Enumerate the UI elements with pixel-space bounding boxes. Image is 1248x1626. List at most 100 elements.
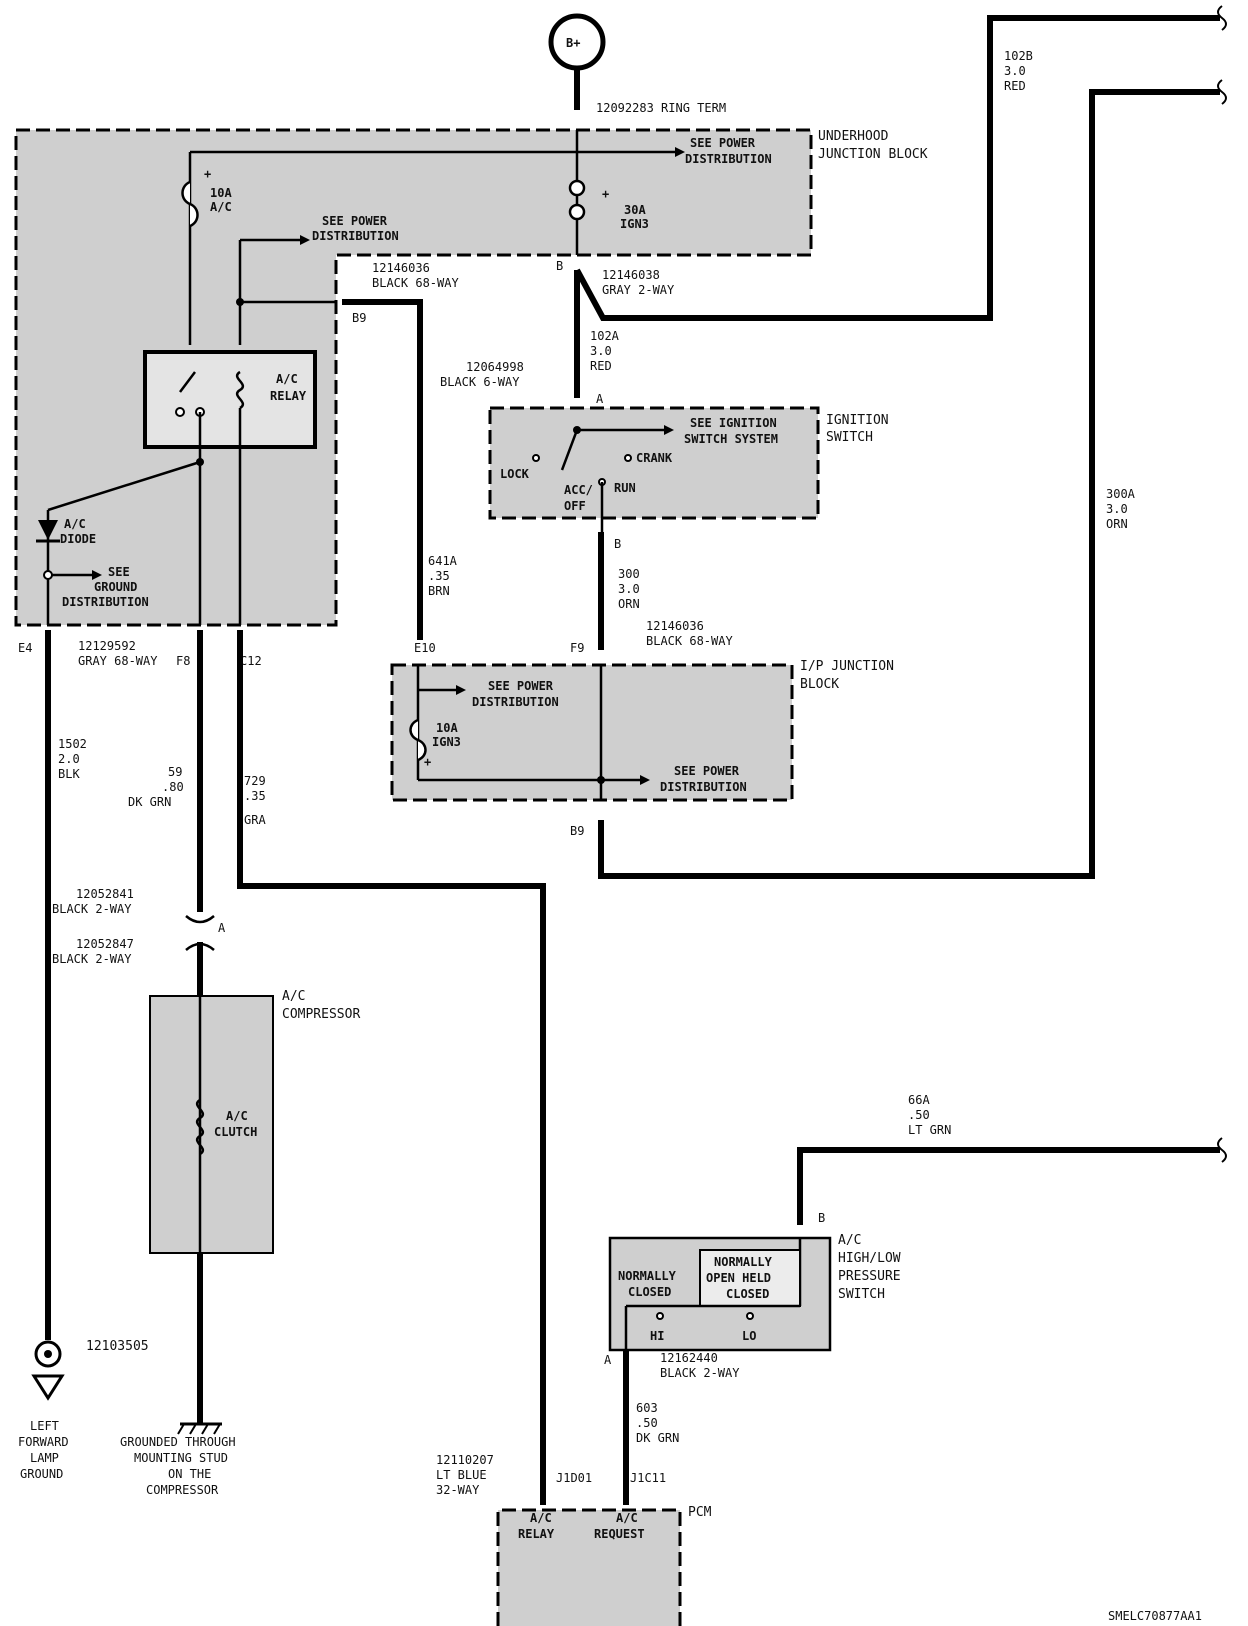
wire-59-circuit: 59 <box>168 765 182 779</box>
pcm-title: PCM <box>688 1505 712 1520</box>
wire-729 <box>237 630 546 1505</box>
comp-conn-2: 12052847 <box>76 937 134 951</box>
ign-conn-desc: BLACK 6-WAY <box>440 375 520 389</box>
arrow-power-dist-b <box>300 235 310 245</box>
ign-acc-label-2: OFF <box>564 499 586 513</box>
comp-title-2: COMPRESSOR <box>282 1007 360 1022</box>
underhood-see-power-a2: DISTRIBUTION <box>685 152 772 166</box>
wire-729-circuit: 729 <box>244 774 266 788</box>
wire-641a-color: BRN <box>428 584 450 598</box>
ign-title: IGNITION <box>826 413 889 428</box>
ign-crank-contact <box>624 454 632 462</box>
see-ground-label-3: DISTRIBUTION <box>62 595 149 609</box>
fuse-10a-plus: + <box>204 167 211 181</box>
pcm-pin-j1c11: J1C11 <box>630 1471 666 1485</box>
ip-junction-block-border <box>390 663 794 802</box>
stud-ground-tick-3 <box>201 1423 209 1435</box>
pin-b-ign3: B <box>556 259 563 273</box>
wire-300a-circuit: 300A <box>1106 487 1136 501</box>
wire-59-size: .80 <box>162 780 184 794</box>
ac-diode-symbol <box>38 520 58 540</box>
underhood-see-power-b2: DISTRIBUTION <box>312 229 399 243</box>
ign-crank-label: CRANK <box>636 451 673 465</box>
ip-bottom-node <box>597 776 605 784</box>
left-ground-label-2: FORWARD <box>18 1435 69 1449</box>
pcm-relay-2: RELAY <box>518 1527 555 1541</box>
battery-terminal-label: 12092283 RING TERM <box>596 101 726 115</box>
ip-title: I/P JUNCTION <box>800 659 894 674</box>
pcm-conn-3: 32-WAY <box>436 1483 480 1497</box>
pin-b9-top: B9 <box>352 311 366 325</box>
ign-acc-label: ACC/ <box>564 483 593 497</box>
ign-switch-arm <box>560 429 579 471</box>
wire-102a-circuit: 102A <box>590 329 620 343</box>
fuse-30a-plus: + <box>602 187 609 201</box>
wire-102b-circuit: 102B <box>1004 49 1033 63</box>
comp-pin-a: A <box>218 921 226 935</box>
ip-see-2: DISTRIBUTION <box>472 695 559 709</box>
compressor-body <box>149 995 274 1254</box>
ign-pin-b: B <box>614 537 621 551</box>
wire-603-size: .50 <box>636 1416 658 1430</box>
node-ground <box>43 570 53 580</box>
ignition-switch-shade <box>490 408 818 518</box>
comp-connector-top <box>185 915 215 924</box>
wire-102b-size: 3.0 <box>1004 64 1026 78</box>
ps-title-3: PRESSURE <box>838 1269 901 1284</box>
ign-lock-label: LOCK <box>500 467 530 481</box>
ps-title-2: HIGH/LOW <box>838 1251 901 1266</box>
pcm-shade <box>498 1510 680 1626</box>
pcm-border <box>496 1508 682 1626</box>
ac-diode-label: A/C <box>64 517 86 531</box>
ip-top-arrow <box>456 685 466 695</box>
wire-300-size: 3.0 <box>618 582 640 596</box>
wire-641a <box>342 299 423 640</box>
wire-102b <box>574 15 1220 321</box>
conn-gray-68-bottom: 12129592 <box>78 639 136 653</box>
ignition-switch-border <box>488 406 820 520</box>
wire-300a-break <box>1217 79 1227 105</box>
pin-e4: E4 <box>18 641 32 655</box>
pressure-switch-border <box>608 1236 832 1352</box>
wire-diode-link <box>47 460 201 512</box>
ps-no-1: NORMALLY <box>714 1255 773 1269</box>
ps-lo-contact <box>746 1312 754 1320</box>
wire-66a-color: LT GRN <box>908 1123 951 1137</box>
stud-ground-label-1: GROUNDED THROUGH <box>120 1435 236 1449</box>
ip-conn-desc: BLACK 68-WAY <box>646 634 733 648</box>
ps-hi-contact <box>656 1312 664 1320</box>
battery-label: B+ <box>566 36 580 50</box>
stud-ground-tick-4 <box>213 1423 221 1435</box>
ip-fuse-label: 10A <box>436 721 458 735</box>
ign-pin-a: A <box>596 392 604 406</box>
ps-no-3: CLOSED <box>726 1287 769 1301</box>
see-ground-label-2: GROUND <box>94 580 137 594</box>
wire-66a <box>797 1147 1220 1225</box>
pcm-pin-j1d01: J1D01 <box>556 1471 592 1485</box>
stud-ground-label-3: ON THE <box>168 1467 211 1481</box>
left-ground-arrow <box>31 1374 65 1401</box>
ip-conn: 12146036 <box>646 619 704 633</box>
ps-nc-2: CLOSED <box>628 1285 671 1299</box>
stud-ground-label-2: MOUNTING STUD <box>134 1451 228 1465</box>
ign-see-label: SEE IGNITION <box>690 416 777 430</box>
ign-lock-contact <box>532 454 540 462</box>
fuse-10a-label: 10A <box>210 186 232 200</box>
node-diode-link <box>196 458 204 466</box>
node-b9-split <box>236 298 244 306</box>
ip-bottom-arrow <box>640 775 650 785</box>
underhood-title: UNDERHOOD <box>818 129 889 144</box>
conn-black-68-top: 12146036 <box>372 261 430 275</box>
figure-code: SMELC70877AA1 <box>1108 1609 1202 1623</box>
comp-conn-1-desc: BLACK 2-WAY <box>52 902 132 916</box>
ps-conn-desc: BLACK 2-WAY <box>660 1366 740 1380</box>
wire-59-color: DK GRN <box>128 795 171 809</box>
ign-see-arrow <box>664 425 674 435</box>
comp-conn-2-desc: BLACK 2-WAY <box>52 952 132 966</box>
wire-102b-color: RED <box>1004 79 1026 93</box>
ps-pin-b: B <box>818 1211 825 1225</box>
comp-clutch-label-2: CLUTCH <box>214 1125 257 1139</box>
ac-diode-label-2: DIODE <box>60 532 96 546</box>
fuse-30a-bottom-node <box>568 203 586 221</box>
